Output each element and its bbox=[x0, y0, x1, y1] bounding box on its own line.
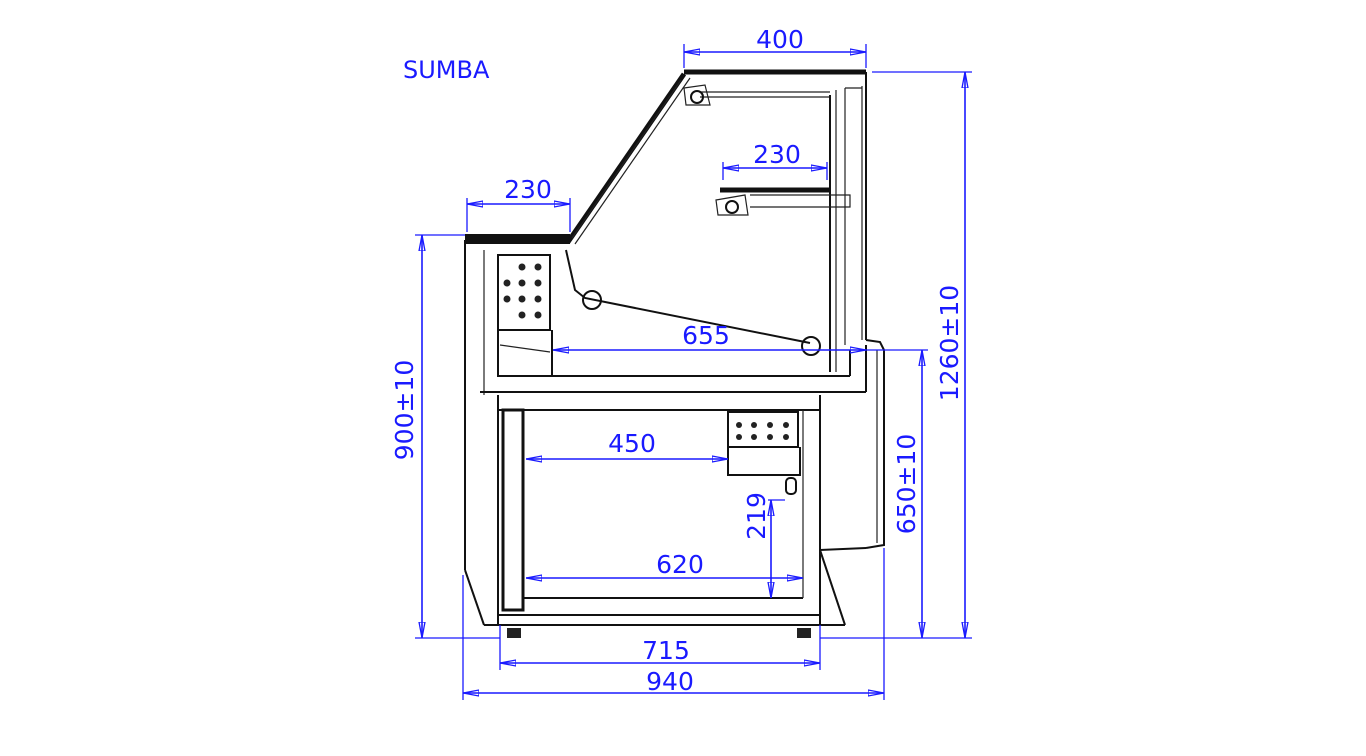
dimension-620: 620 bbox=[526, 550, 803, 579]
dimension-label: 620 bbox=[656, 550, 704, 579]
dimension-label: 230 bbox=[753, 140, 801, 169]
dimension-label: 900±10 bbox=[390, 360, 419, 460]
dimension-1260: 1260±10 bbox=[872, 71, 972, 638]
dimension-label: 230 bbox=[504, 175, 552, 204]
dimension-counter-230: 230 bbox=[466, 175, 571, 232]
model-title: SUMBA bbox=[403, 56, 490, 84]
dimension-715: 715 bbox=[499, 625, 821, 670]
dimension-400: 400 bbox=[683, 25, 867, 68]
dimension-label: 655 bbox=[682, 321, 730, 350]
cabinet-outline bbox=[464, 69, 885, 638]
dimension-upper-shelf-230: 230 bbox=[722, 140, 828, 180]
dimension-650: 650±10 bbox=[820, 350, 972, 639]
dimension-label: 940 bbox=[646, 667, 694, 696]
dimension-219: 219 bbox=[742, 492, 785, 598]
dimension-label: 715 bbox=[642, 636, 690, 665]
dimension-label: 400 bbox=[756, 25, 804, 54]
dimension-label: 1260±10 bbox=[935, 285, 964, 401]
dimension-450: 450 bbox=[526, 429, 728, 459]
dimension-655: 655 bbox=[553, 321, 928, 350]
dimension-940: 940 bbox=[462, 548, 885, 700]
dimension-label: 650±10 bbox=[892, 434, 921, 534]
dimension-label: 219 bbox=[742, 492, 771, 540]
dimension-label: 450 bbox=[608, 429, 656, 458]
dimension-900: 900±10 bbox=[390, 234, 500, 639]
